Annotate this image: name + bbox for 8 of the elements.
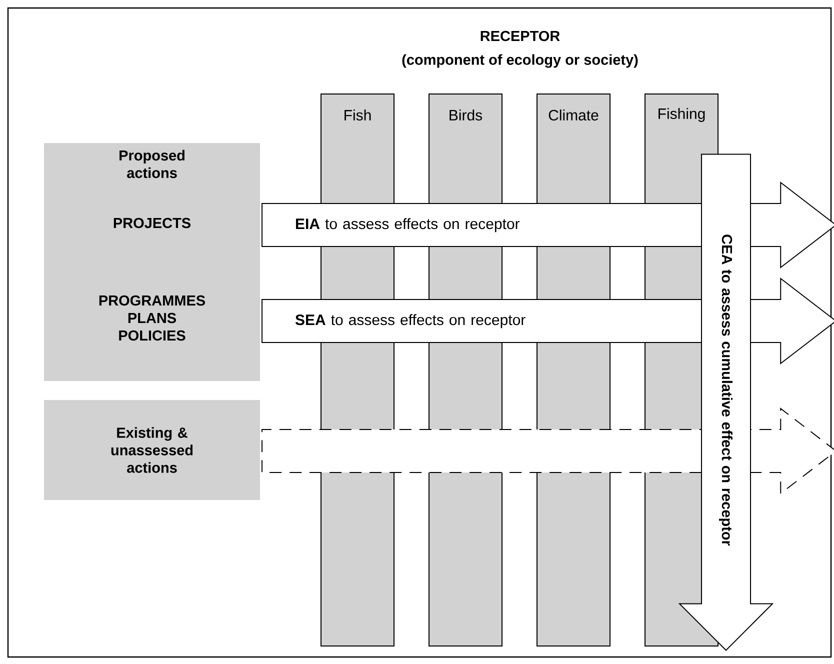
panel [44,143,260,381]
action-label: Existing & unassessed actions [111,427,193,473]
action-label: PROGRAMMES PLANS POLICIES [99,295,206,341]
title: RECEPTOR [480,30,560,42]
subtitle: (component of ecology or society) [402,54,638,68]
heading: Proposed actions [120,150,184,178]
action-label: PROJECTS [114,218,191,228]
panel [44,400,260,500]
